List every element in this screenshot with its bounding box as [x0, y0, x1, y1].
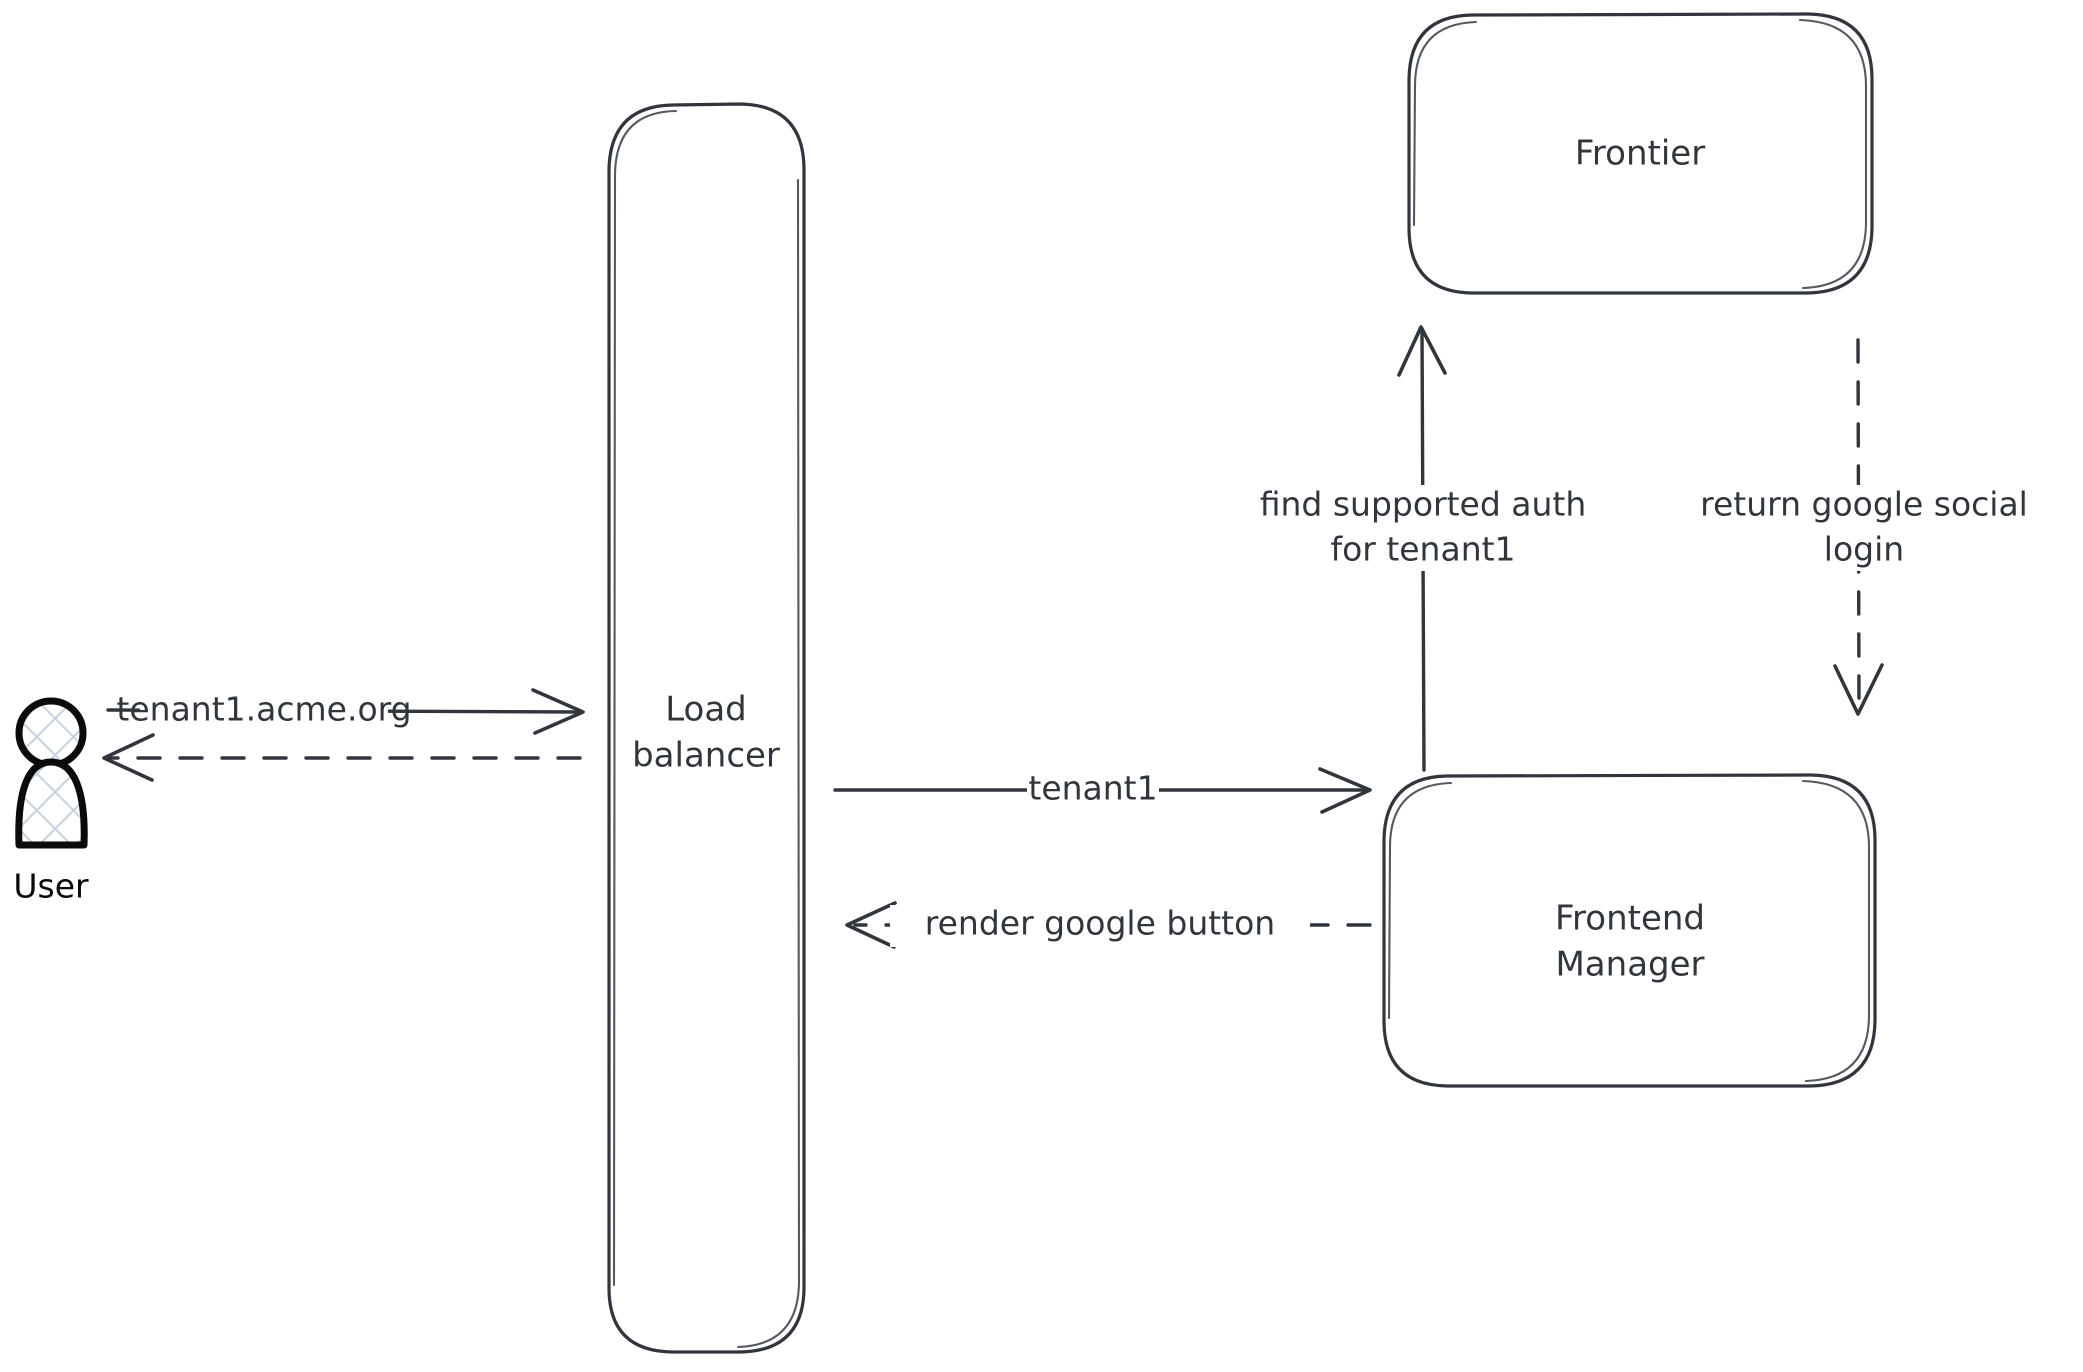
frontier-sketch-stroke-2 — [1798, 18, 1868, 290]
edge-fm-to-frontier-label-bg — [1218, 485, 1628, 571]
load-balancer-label-line2: balancer — [632, 736, 780, 776]
person-icon-body — [15, 758, 88, 849]
edge-frontier-to-fm-label-line2: login — [1824, 530, 1904, 569]
edge-user-to-load-balancer[interactable]: tenant1.acme.org — [106, 688, 585, 735]
actor-user-label: User — [13, 867, 89, 906]
frontier-outline — [1407, 12, 1874, 295]
load-balancer-sketch-stroke-2 — [736, 178, 801, 1349]
frontend-manager-sketch-stroke — [1387, 781, 1453, 1020]
actor-user[interactable]: User — [13, 697, 89, 906]
edge-user-to-lb-label-bg — [140, 690, 388, 732]
person-icon-head — [15, 697, 87, 769]
load-balancer-outline — [607, 102, 806, 1354]
edge-load-balancer-to-frontend-manager[interactable]: tenant1 — [833, 767, 1372, 814]
edge-lb-to-fm-arrowhead — [1318, 767, 1372, 814]
edge-lb-to-fm-label-bg — [1027, 770, 1159, 812]
load-balancer-sketch-stroke — [612, 109, 678, 1287]
frontier-sketch-stroke — [1412, 20, 1478, 227]
frontend-manager-label-line1: Frontend — [1555, 899, 1705, 939]
edge-user-to-lb-label: tenant1.acme.org — [116, 690, 411, 729]
node-load-balancer[interactable]: Load balancer — [607, 102, 806, 1354]
edge-frontend-manager-to-frontier[interactable]: find supported auth for tenant1 — [1218, 325, 1628, 772]
frontend-manager-outline — [1382, 773, 1877, 1088]
edge-fm-to-frontier-arrowhead — [1397, 325, 1447, 377]
edge-frontier-to-fm-label-bg — [1660, 485, 2072, 571]
edge-fm-to-lb-label-bg — [890, 905, 1310, 947]
edge-frontier-to-fm-arrowhead — [1833, 663, 1884, 716]
edge-fm-to-frontier-label-line1: find supported auth — [1260, 485, 1587, 524]
edge-frontier-to-fm-label-line1: return google social — [1700, 485, 2028, 524]
edge-fm-to-lb-arrowhead — [845, 901, 897, 949]
node-frontend-manager[interactable]: Frontend Manager — [1382, 773, 1877, 1088]
edge-lb-to-fm-label: tenant1 — [1028, 769, 1157, 808]
frontier-label: Frontier — [1575, 134, 1705, 174]
frontend-manager-sketch-stroke-2 — [1801, 779, 1871, 1083]
edge-user-to-lb-arrowhead — [531, 688, 585, 735]
frontend-manager-label-line2: Manager — [1555, 945, 1704, 985]
edge-fm-to-lb-label: render google button — [925, 904, 1275, 943]
edge-frontend-manager-to-load-balancer[interactable]: render google button — [845, 901, 1372, 949]
node-frontier[interactable]: Frontier — [1407, 12, 1874, 295]
load-balancer-label-line1: Load — [665, 690, 747, 730]
edge-frontier-to-frontend-manager[interactable]: return google social login — [1660, 338, 2072, 716]
edge-fm-to-frontier-label-line2: for tenant1 — [1330, 530, 1515, 569]
person-icon — [15, 697, 88, 849]
edge-lb-to-user-arrowhead — [102, 733, 155, 782]
edge-load-balancer-to-user[interactable] — [102, 733, 582, 782]
